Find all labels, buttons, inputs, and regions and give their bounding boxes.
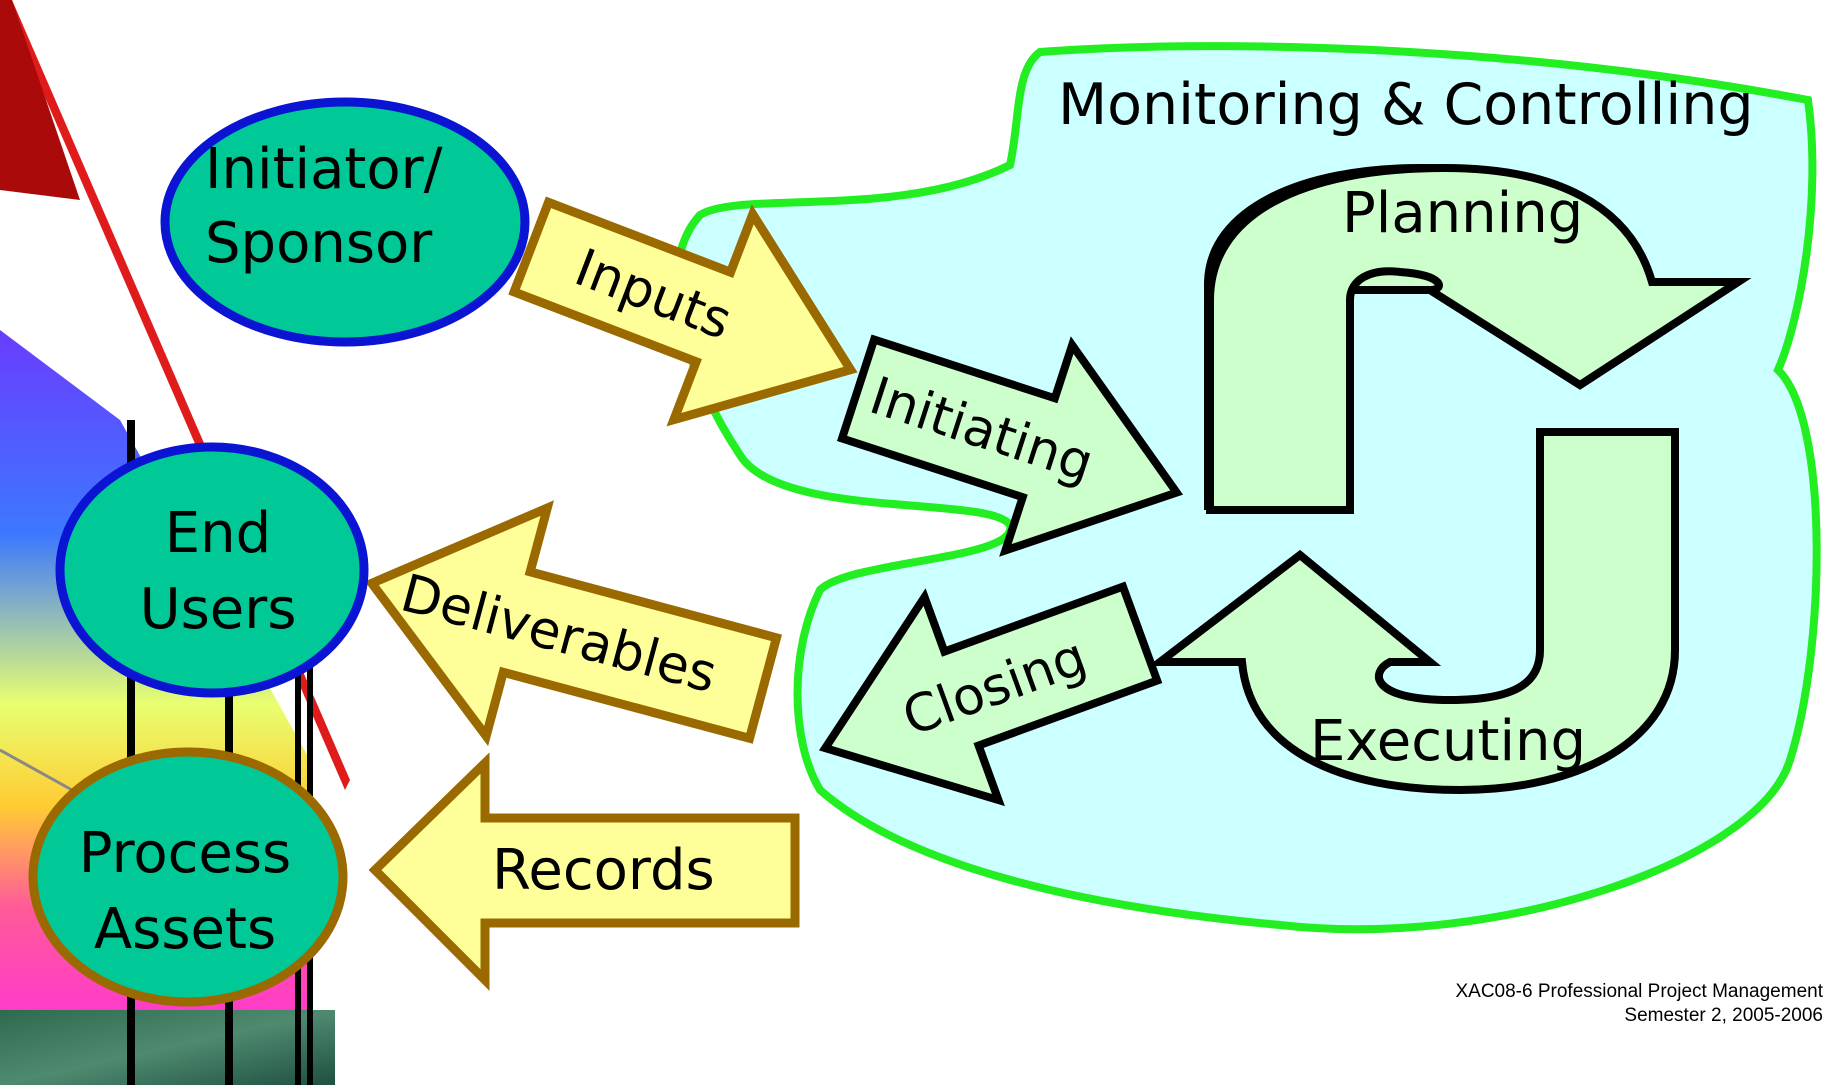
executing-label: Executing [1310,709,1586,774]
planning-label: Planning [1342,181,1583,246]
end-users-label-line1: End [165,501,271,566]
footer-semester: Semester 2, 2005-2006 [1624,1005,1823,1026]
sponsor-label-line2: Sponsor [205,211,433,276]
process-assets-label-line2: Assets [94,897,276,962]
records-arrow: Records [368,752,800,991]
monitoring-label: Monitoring & Controlling [1058,72,1754,138]
sponsor-label-line1: Initiator/ [205,137,443,202]
records-label: Records [492,838,715,903]
executing-arrow [1148,428,1679,795]
end-users-node: End Users [55,442,369,698]
end-users-label-line2: Users [140,577,297,642]
process-assets-node: Process Assets [28,747,348,1007]
deliverables-arrow: Deliverables [364,500,782,747]
footer-course: XAC08-6 Professional Project Management [1455,981,1823,1002]
closing-arrow: Closing [818,581,1163,807]
planning-arrow-outline [1206,163,1752,514]
process-assets-label-line1: Process [79,821,291,886]
sponsor-node: Initiator/ Sponsor [160,97,530,347]
